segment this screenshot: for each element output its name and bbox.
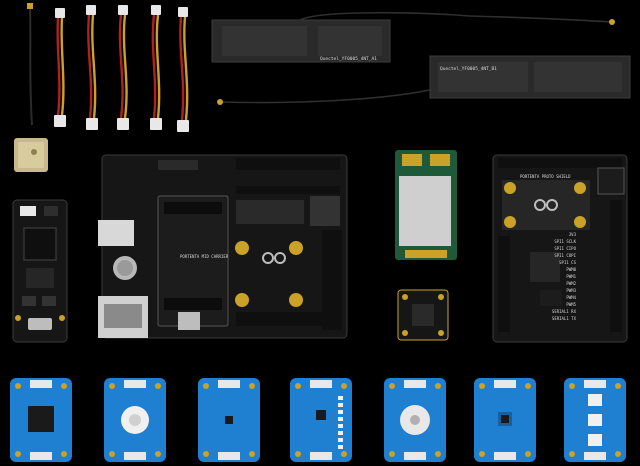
dc-barrel-jack — [597, 167, 625, 195]
modulino-board — [474, 378, 536, 462]
flex-antenna-right: Quectel_YF0005_4NT_B1 — [217, 55, 631, 105]
proto-pin-label: 3V3 — [569, 232, 577, 237]
modulino-board — [564, 378, 626, 462]
portenta-module — [12, 199, 68, 343]
proto-pin-label: SPI1 CS — [559, 260, 576, 265]
antenna-left-label: Quectel_YF0005_4NT_A1 — [320, 56, 377, 62]
modulino-board — [104, 378, 166, 462]
proto-pin-label: PWM0 — [566, 267, 576, 272]
small-breakout-board — [397, 289, 449, 341]
jumper-cable-2 — [86, 5, 98, 130]
jumper-cable-5 — [177, 7, 189, 132]
proto-board-label: PORTENTA PROTO SHIELD — [520, 174, 571, 179]
arduino-infinity-logo-icon — [534, 199, 558, 211]
flex-antenna-left: Quectel_YF0005_4NT_A1 — [211, 11, 615, 63]
jumper-cable-4 — [150, 5, 162, 130]
portenta-mid-carrier-board: PORTENTA MID CARRIER — [98, 154, 348, 339]
proto-pin-label: PWM5 — [566, 302, 576, 307]
cellular-modem-card — [395, 150, 457, 260]
modulino-row — [10, 378, 626, 462]
arduino-infinity-logo-icon — [262, 252, 286, 264]
proto-pin-label: PWM1 — [566, 274, 576, 279]
jumper-cable-1 — [54, 8, 66, 127]
jumper-cable-3 — [117, 5, 129, 130]
modulino-board — [198, 378, 260, 462]
proto-pin-label: PWM4 — [566, 295, 576, 300]
modulino-board — [384, 378, 446, 462]
thin-coax-cable — [27, 3, 33, 126]
proto-pin-label: PWM3 — [566, 288, 576, 293]
gps-patch-antenna — [14, 138, 48, 172]
proto-pin-label: SPI1 SCLK — [554, 239, 576, 244]
usb-c-connector — [28, 318, 52, 330]
proto-pin-label: PWM2 — [566, 281, 576, 286]
modulino-board — [10, 378, 72, 462]
proto-pin-label: SPI1 CIPO — [554, 246, 576, 251]
usb-a-port — [98, 220, 134, 246]
modulino-board — [290, 378, 352, 462]
proto-pin-label: SPI1 COPI — [554, 253, 576, 258]
proto-pin-label: SERIAL1 TX — [552, 316, 577, 321]
carrier-board-label: PORTENTA MID CARRIER — [180, 254, 229, 259]
jumper-cable-set — [54, 5, 189, 132]
proto-pin-label: SERIAL1 RX — [552, 309, 577, 314]
antenna-right-label: Quectel_YF0005_4NT_B1 — [440, 66, 497, 72]
